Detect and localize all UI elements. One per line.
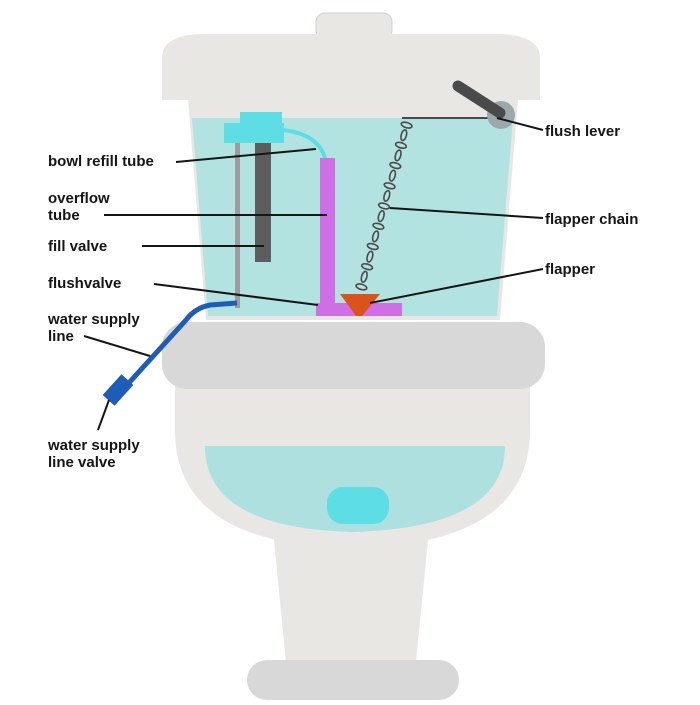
- drain-hole: [327, 487, 389, 524]
- flapper: [340, 294, 380, 316]
- bowl-refill-tube: [282, 128, 327, 159]
- leader-flapper-chain: [389, 207, 544, 219]
- leader-water-supply-line: [83, 335, 151, 357]
- fill-valve-body: [255, 140, 271, 262]
- chain-link: [360, 270, 368, 283]
- tank-lid: [162, 34, 540, 100]
- chain-link: [400, 129, 408, 142]
- flush-lever-arm: [452, 80, 506, 119]
- label-flapper: flapper: [545, 261, 596, 278]
- chain-link: [377, 202, 391, 210]
- chain-link: [372, 222, 385, 230]
- chain-link: [366, 242, 379, 251]
- label-fill-valve: fill valve: [48, 238, 108, 255]
- chain-link: [394, 141, 408, 150]
- water-supply-line: [125, 300, 238, 387]
- label-flapper-chain: flapper chain: [545, 211, 639, 228]
- chain-link: [366, 250, 374, 263]
- chain-link: [377, 209, 385, 223]
- label-flushvalve: flushvalve: [48, 275, 122, 292]
- leader-flush-lever: [496, 117, 544, 131]
- label-flush-lever: flush lever: [545, 123, 621, 140]
- fill-valve-riser: [235, 140, 240, 308]
- label-water-supply-line-line1: water supply: [48, 311, 140, 328]
- chain-link: [400, 121, 413, 129]
- toilet-rim: [162, 322, 545, 389]
- chain-link: [388, 169, 397, 182]
- chain-link: [394, 149, 402, 162]
- chain-link: [383, 182, 396, 190]
- fill-valve-cap: [224, 123, 284, 143]
- leader-flushvalve: [153, 283, 319, 306]
- flapper-chain: [355, 121, 413, 291]
- tank-water: [192, 118, 513, 316]
- label-water-supply-line-valve-line2: line valve: [48, 454, 116, 471]
- chain-link: [383, 189, 391, 203]
- chain-link: [355, 283, 368, 291]
- toilet-base: [247, 660, 459, 700]
- leader-water-supply-line-valve: [97, 399, 110, 431]
- overflow-tube: [320, 158, 335, 308]
- label-bowl-refill-tube: bowl refill tube: [48, 153, 154, 170]
- label-overflow-tube-line1: overflow: [48, 190, 110, 207]
- bowl-pedestal: [272, 520, 430, 662]
- chain-link: [371, 230, 380, 243]
- label-overflow-tube-line2: tube: [48, 207, 80, 224]
- water-supply-line-valve: [102, 374, 134, 406]
- chain-link: [389, 161, 402, 170]
- chain-link: [360, 262, 374, 271]
- label-water-supply-line-valve-line1: water supply: [48, 437, 140, 454]
- fill-valve-cap-top: [240, 112, 282, 126]
- leader-flapper: [369, 268, 544, 304]
- label-water-supply-line-line2: line: [48, 328, 74, 345]
- leader-bowl-refill-tube: [175, 148, 317, 163]
